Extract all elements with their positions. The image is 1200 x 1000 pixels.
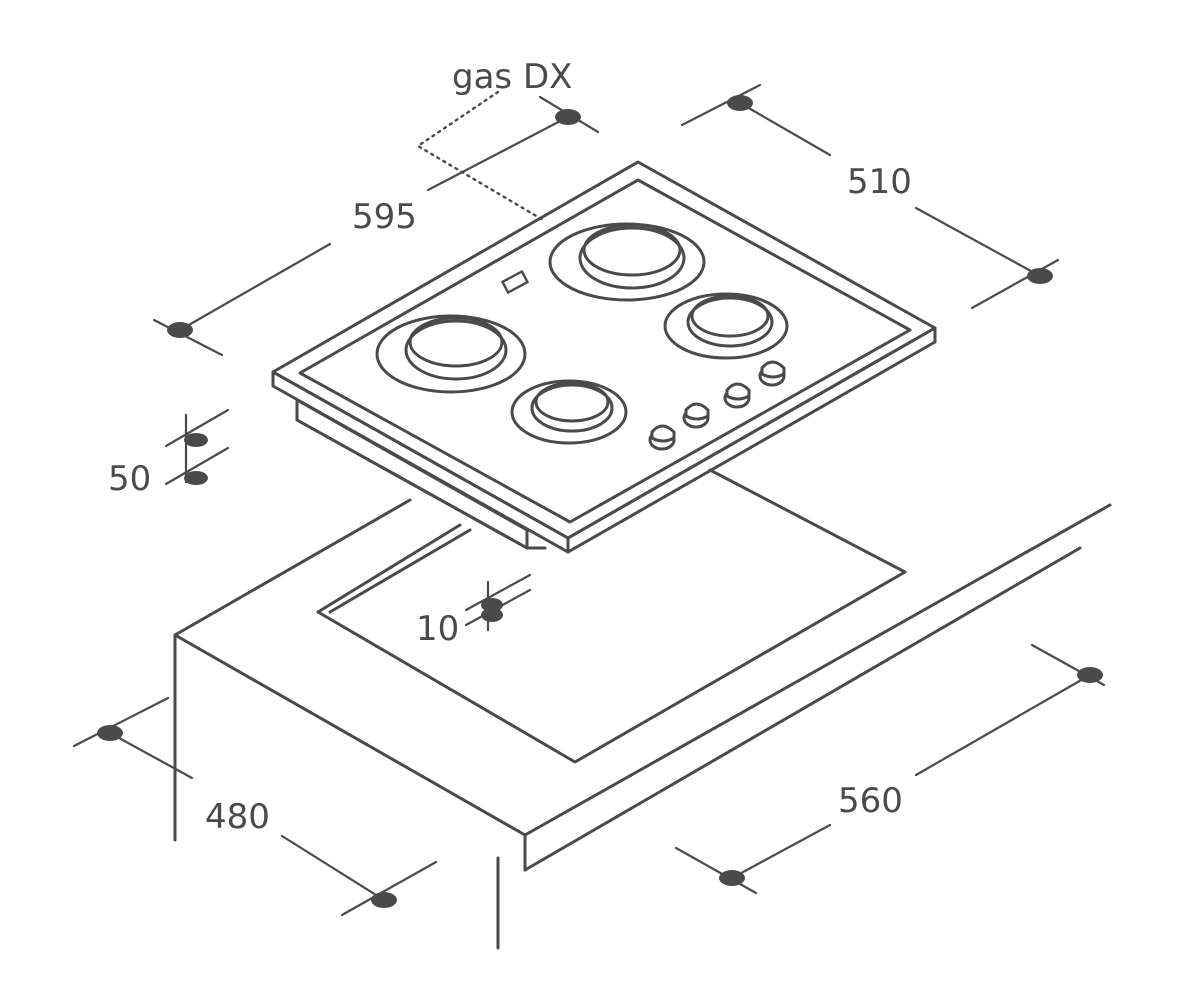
- burner-right-small: [663, 292, 789, 360]
- dimension-510: [680, 83, 1060, 310]
- burner-rear-large: [548, 222, 706, 302]
- knob-3: [723, 382, 751, 409]
- label-595: 595: [352, 197, 417, 237]
- burner-left-large: [375, 314, 527, 394]
- dimension-560: [674, 643, 1106, 895]
- label-10: 10: [416, 609, 459, 649]
- knob-1: [648, 424, 676, 451]
- label-510: 510: [847, 162, 912, 202]
- countertop-cutout: [316, 468, 907, 764]
- dimension-595: [152, 95, 600, 357]
- burner-front-small: [510, 379, 628, 445]
- knob-4: [758, 360, 786, 387]
- dimension-10: [464, 573, 532, 632]
- dimension-50: [164, 408, 230, 486]
- countertop: [173, 498, 1112, 950]
- hob-top-plate: [271, 160, 937, 554]
- gas-connection-leader: [415, 90, 545, 222]
- igniter-symbol: [500, 269, 530, 295]
- knob-2: [682, 402, 710, 429]
- label-560: 560: [838, 781, 903, 821]
- label-480: 480: [205, 797, 270, 837]
- control-knobs: [648, 360, 786, 451]
- label-gas-dx: gas DX: [452, 57, 572, 97]
- label-50: 50: [108, 459, 151, 499]
- dimension-480: [72, 696, 438, 917]
